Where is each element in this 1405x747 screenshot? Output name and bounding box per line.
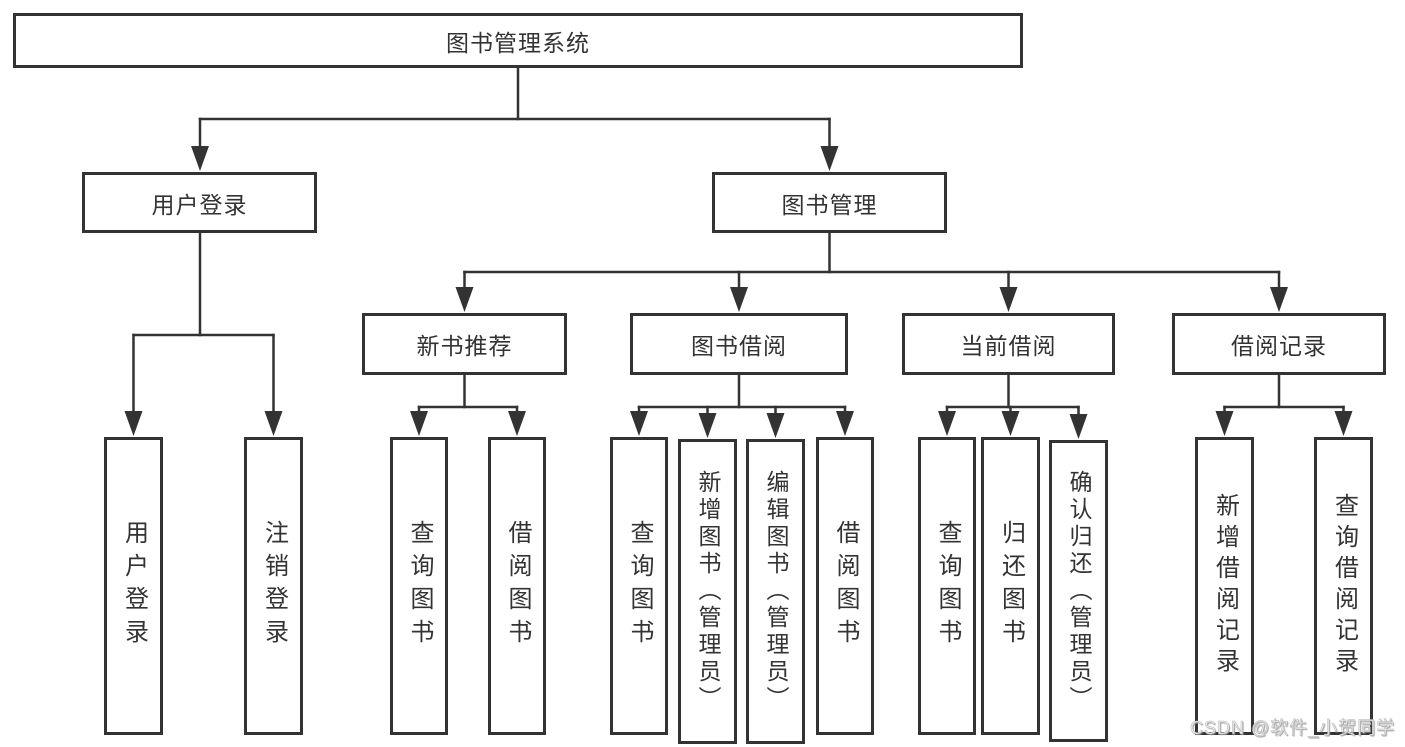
leaf-query-books-borrowing: 查询图书: [610, 437, 668, 735]
node-current-borrowing: 当前借阅: [902, 313, 1115, 375]
branch-user-login: 用户登录: [82, 172, 317, 233]
node-borrowing-records: 借阅记录: [1172, 313, 1386, 375]
leaf-query-books-recommend: 查询图书: [390, 437, 448, 735]
leaf-add-borrowing-record-label: 新增借阅记录: [1211, 493, 1239, 679]
leaf-add-book-admin-label: 新增图书（管理员）: [695, 470, 721, 713]
node-library-system-label: 图书管理系统: [446, 29, 590, 56]
leaf-query-borrowing-record-label: 查询借阅记录: [1330, 493, 1358, 679]
branch-book-management-label: 图书管理: [781, 191, 878, 218]
node-new-book-recommendation: 新书推荐: [362, 313, 567, 375]
leaf-return-books: 归还图书: [981, 437, 1040, 735]
branch-user-login-label: 用户登录: [151, 191, 248, 218]
node-borrowing-records-label: 借阅记录: [1231, 333, 1327, 359]
leaf-edit-book-admin: 编辑图书（管理员）: [746, 439, 805, 744]
leaf-borrow-books-recommend-label: 借阅图书: [504, 520, 531, 652]
leaf-query-books-current: 查询图书: [918, 437, 976, 735]
leaf-query-books-current-label: 查询图书: [934, 520, 961, 652]
csdn-watermark: CSDN @软件_小贺同学: [1190, 718, 1396, 739]
leaf-add-borrowing-record: 新增借阅记录: [1195, 437, 1254, 735]
leaf-query-books-recommend-label: 查询图书: [406, 520, 433, 652]
leaf-borrow-books-borrowing: 借阅图书: [816, 437, 874, 735]
leaf-borrow-books-borrowing-label: 借阅图书: [832, 520, 859, 652]
node-library-system: 图书管理系统: [13, 13, 1023, 68]
node-new-book-recommendation-label: 新书推荐: [416, 333, 513, 359]
node-current-borrowing-label: 当前借阅: [960, 333, 1057, 359]
branch-book-management: 图书管理: [712, 172, 947, 233]
leaf-query-books-borrowing-label: 查询图书: [626, 520, 653, 652]
leaf-borrow-books-recommend: 借阅图书: [488, 437, 546, 735]
node-book-borrowing: 图书借阅: [630, 313, 848, 375]
leaf-user-login: 用户登录: [104, 437, 163, 735]
leaf-logout: 注销登录: [244, 437, 303, 735]
leaf-edit-book-admin-label: 编辑图书（管理员）: [763, 470, 789, 713]
leaf-logout-label: 注销登录: [260, 520, 288, 652]
leaf-add-book-admin: 新增图书（管理员）: [678, 439, 737, 744]
node-book-borrowing-label: 图书借阅: [691, 333, 787, 359]
leaf-query-borrowing-record: 查询借阅记录: [1314, 437, 1373, 735]
leaf-confirm-return-admin: 确认归还（管理员）: [1049, 440, 1108, 742]
leaf-return-books-label: 归还图书: [997, 520, 1025, 652]
leaf-user-login-label: 用户登录: [120, 520, 148, 652]
leaf-confirm-return-admin-label: 确认归还（管理员）: [1066, 469, 1092, 713]
